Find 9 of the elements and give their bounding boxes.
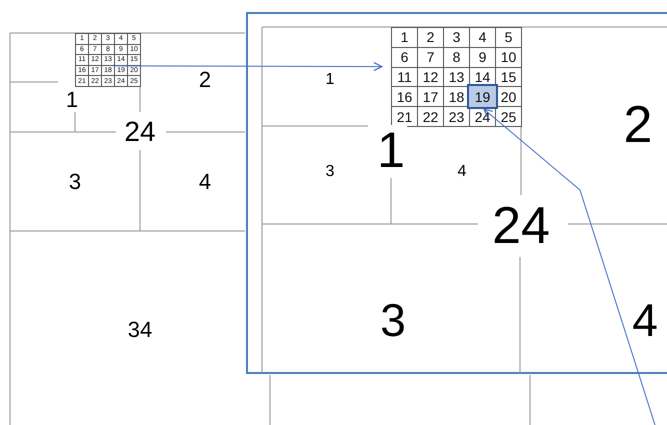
grid-cell: 19 — [469, 86, 496, 108]
grid-cell: 5 — [495, 27, 522, 48]
grid-cell: 25 — [495, 106, 522, 127]
zoom-panel — [246, 12, 667, 374]
number-grid — [75, 33, 140, 86]
arrow — [114, 62, 382, 72]
number-grid — [391, 27, 521, 126]
arrow — [483, 108, 656, 425]
grid-cell: 1 — [391, 27, 418, 48]
